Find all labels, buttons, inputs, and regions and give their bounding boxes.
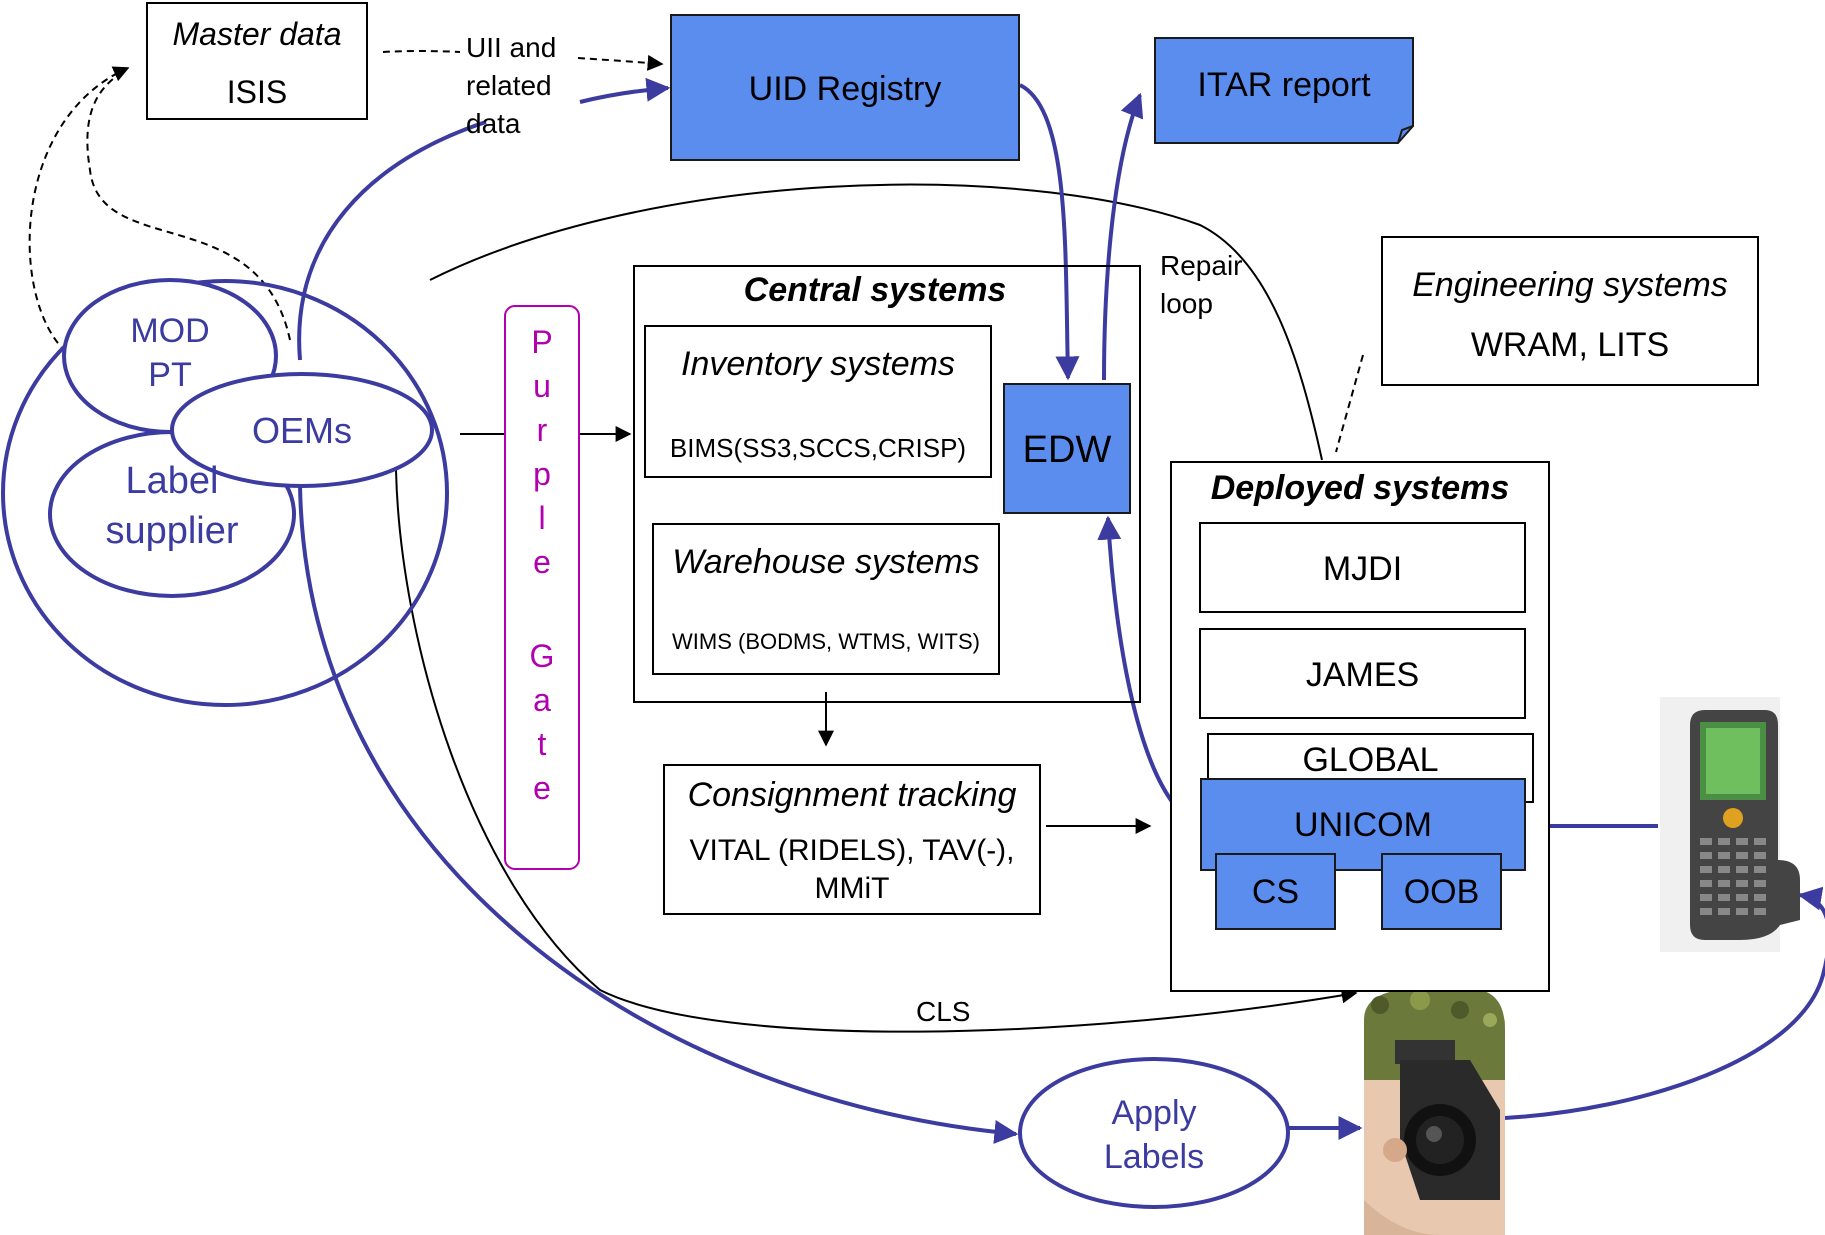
james-label: JAMES xyxy=(1305,656,1420,694)
purple-gate-letter: P xyxy=(531,324,553,360)
oems-ellipse xyxy=(170,372,434,488)
warehouse-systems-title: Warehouse systems xyxy=(672,543,980,581)
arrow-uii-to-registry xyxy=(579,77,671,104)
isis-label: ISIS xyxy=(226,74,288,110)
central-systems-title: Central systems xyxy=(743,271,1007,309)
uii-label-line1: UII and xyxy=(466,32,557,63)
arrow-edw-to-itar xyxy=(1102,92,1144,381)
purple-gate-letter: p xyxy=(533,456,551,492)
warehouse-systems-box[interactable]: Warehouse systems WIMS (BODMS, WTMS, WIT… xyxy=(652,523,1000,675)
deployed-systems-title: Deployed systems xyxy=(1210,469,1510,507)
engineering-systems-title: Engineering systems xyxy=(1412,266,1728,304)
label-supplier-line1: Label xyxy=(125,460,219,502)
soldier-with-night-vision-photo xyxy=(1364,990,1505,1235)
edw-label: EDW xyxy=(1022,429,1112,471)
itar-report-fold xyxy=(1397,125,1414,144)
handheld-scanner-photo xyxy=(1660,697,1800,952)
uid-registry-box[interactable]: UID Registry xyxy=(670,14,1020,161)
engineering-systems-list: WRAM, LITS xyxy=(1470,326,1670,364)
label-supplier-line2: supplier xyxy=(105,510,239,552)
mod-pt-line2: PT xyxy=(148,356,192,394)
uid-registry-label: UID Registry xyxy=(748,70,942,108)
oems-label: OEMs xyxy=(251,410,352,451)
purple-gate-letter: l xyxy=(538,500,546,536)
global-label: GLOBAL xyxy=(1302,741,1439,779)
mjdi-box[interactable]: MJDI xyxy=(1199,522,1526,613)
repair-loop-curve xyxy=(429,183,1323,461)
arrow-soldier-to-scanner xyxy=(1504,886,1825,1120)
engineering-systems-box[interactable]: Engineering systems WRAM, LITS xyxy=(1381,236,1759,386)
repair-loop-line1: Repair xyxy=(1160,250,1243,281)
oob-label: OOB xyxy=(1403,873,1480,911)
mjdi-label: MJDI xyxy=(1322,550,1403,588)
purple-gate-letter: t xyxy=(537,726,547,762)
master-data-title: Master data xyxy=(172,16,342,52)
purple-gate-letter: e xyxy=(533,544,551,580)
uii-label-line2: related xyxy=(466,70,552,101)
dashed-oems-to-isis xyxy=(86,69,291,341)
arrow-registry-to-edw xyxy=(1019,83,1080,381)
cls-curve xyxy=(395,469,1358,1033)
cs-box[interactable]: CS xyxy=(1215,853,1336,930)
purple-gate-letter: u xyxy=(533,368,551,404)
consignment-tracking-box[interactable]: Consignment tracking VITAL (RIDELS), TAV… xyxy=(663,764,1041,915)
james-box[interactable]: JAMES xyxy=(1199,628,1526,719)
mod-pt-line1: MOD xyxy=(130,312,210,350)
dashed-mod-to-isis xyxy=(28,66,130,353)
purple-gate-box xyxy=(504,305,580,870)
cls-label: CLS xyxy=(916,996,971,1027)
itar-report-label[interactable]: ITAR report xyxy=(1197,66,1371,104)
purple-gate-letter: a xyxy=(533,682,551,718)
dashed-isis-to-uii xyxy=(382,50,461,53)
consignment-tracking-line1: VITAL (RIDELS), TAV(-), xyxy=(689,834,1015,867)
arrow-oems-to-labels xyxy=(298,483,1019,1144)
unicom-label: UNICOM xyxy=(1294,806,1432,844)
arrow-oems-to-uii xyxy=(297,120,487,361)
apply-labels-ellipse xyxy=(1018,1057,1290,1209)
repair-loop-line2: loop xyxy=(1160,288,1213,319)
edw-box[interactable]: EDW xyxy=(1003,383,1131,514)
apply-labels-line2: Labels xyxy=(1103,1138,1205,1176)
uii-label-line3: data xyxy=(466,108,521,139)
purple-gate-letter: r xyxy=(536,412,548,448)
purple-gate-letter: e xyxy=(533,770,551,806)
warehouse-systems-list: WIMS (BODMS, WTMS, WITS) xyxy=(672,629,980,654)
central-systems-box[interactable]: Central systems xyxy=(633,265,1141,703)
inventory-systems-box[interactable]: Inventory systems BIMS(SS3,SCCS,CRISP) xyxy=(644,325,992,478)
consignment-tracking-title: Consignment tracking xyxy=(687,776,1017,814)
oob-box[interactable]: OOB xyxy=(1381,853,1502,930)
stakeholder-group-circle xyxy=(1,279,449,707)
cs-label: CS xyxy=(1251,873,1300,911)
master-data-box: Master data ISIS xyxy=(146,2,368,120)
inventory-systems-title: Inventory systems xyxy=(681,345,955,383)
consignment-tracking-line2: MMiT xyxy=(814,872,890,905)
itar-report-shape xyxy=(1154,37,1414,144)
inventory-systems-list: BIMS(SS3,SCCS,CRISP) xyxy=(669,433,967,463)
dashed-uii-to-registry xyxy=(577,54,664,71)
apply-labels-line1: Apply xyxy=(1111,1094,1197,1132)
purple-gate-letter: G xyxy=(529,638,555,674)
dashed-engineering-to-deployed xyxy=(1335,354,1364,453)
